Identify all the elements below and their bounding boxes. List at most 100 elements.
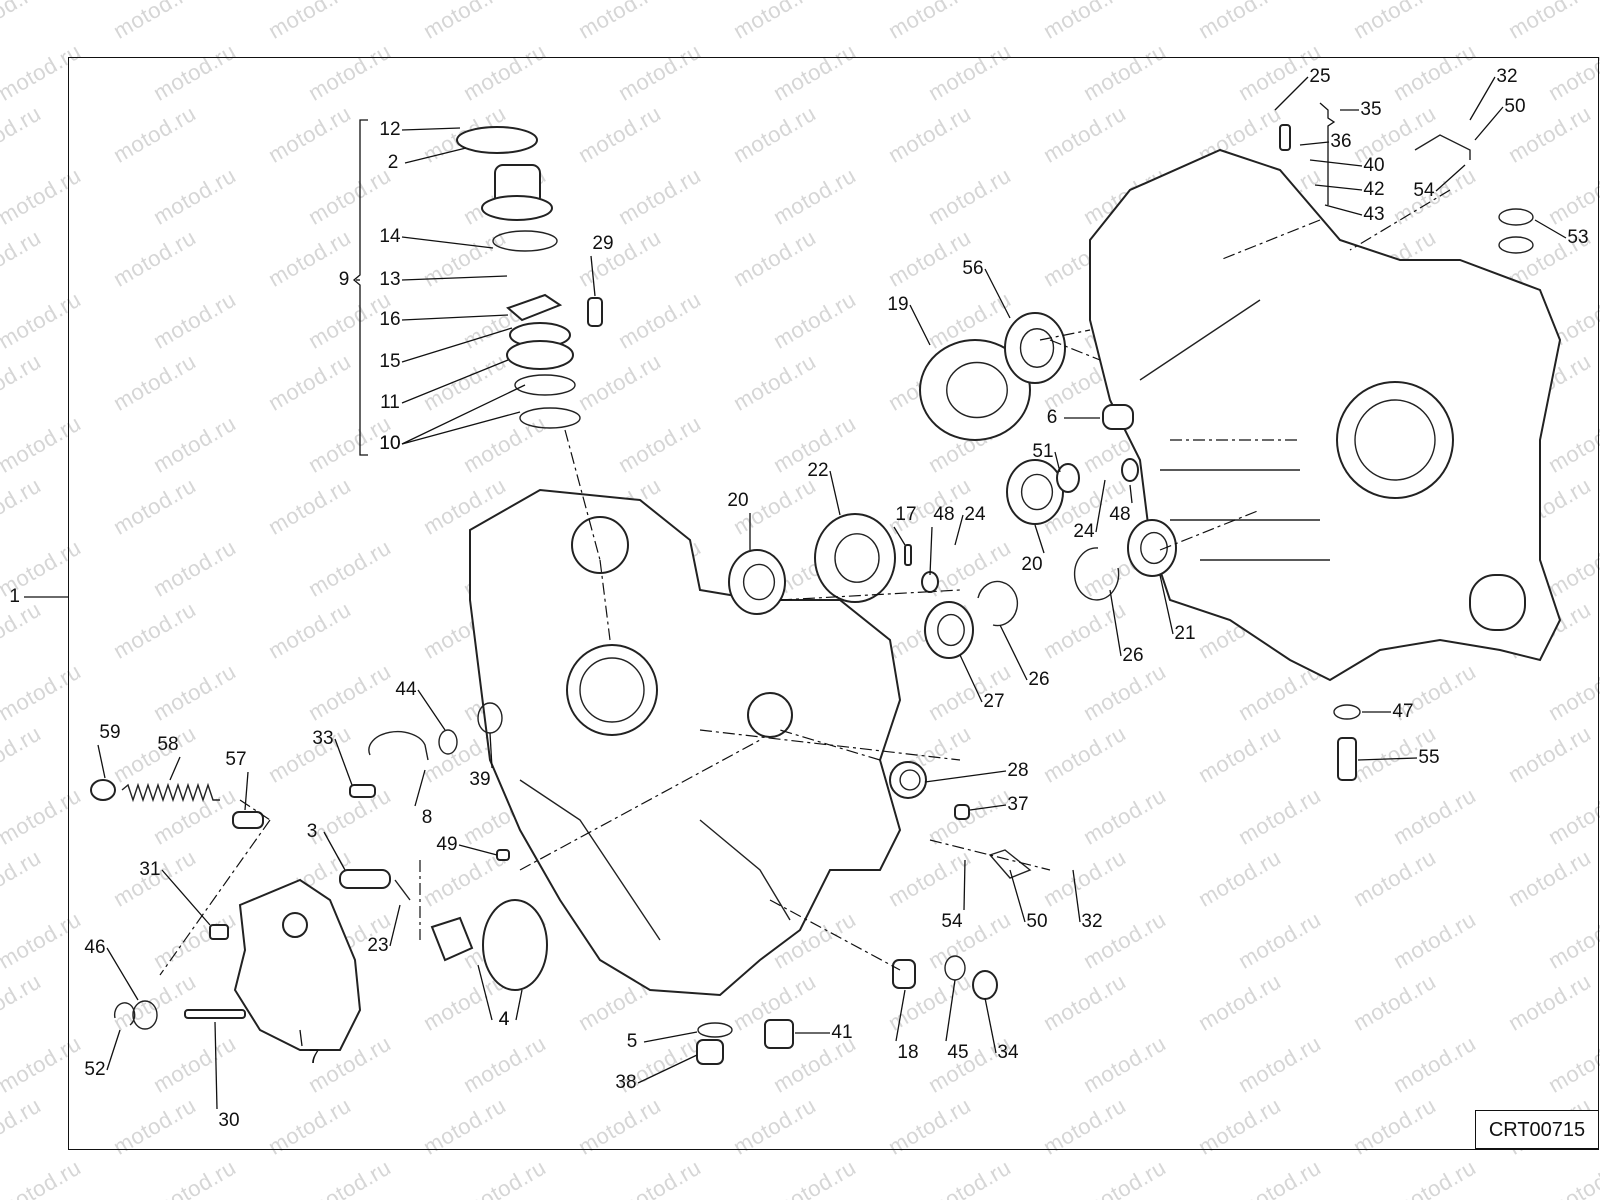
bearing-22-inner (834, 533, 880, 583)
callout-9: 9 (339, 269, 350, 290)
callout-5: 5 (627, 1031, 638, 1052)
callout-2-leader (404, 147, 467, 164)
washer-44 (438, 729, 458, 755)
bearing-21-inner (1140, 531, 1168, 565)
assembly-axis (1159, 509, 1261, 551)
callout-49-leader (458, 844, 498, 856)
callout-52-leader (106, 1029, 121, 1071)
plug-37 (954, 804, 970, 820)
callout-49: 49 (436, 834, 457, 855)
bolt-29 (587, 297, 603, 327)
callout-55-leader (1357, 757, 1418, 761)
callout-48-leader (929, 526, 933, 576)
callout-52: 52 (84, 1059, 105, 1080)
pin-23 (394, 879, 411, 901)
ring-10b (519, 407, 581, 429)
seal-56-inner (1019, 328, 1055, 368)
ring-10a (514, 374, 576, 396)
leader-lines-layer (24, 76, 1567, 1110)
plug-41 (764, 1019, 794, 1049)
plug-38 (696, 1039, 724, 1065)
callout-15-leader (401, 327, 513, 363)
callout-44-leader (417, 689, 446, 731)
bearing-20-right (1006, 459, 1064, 525)
rotor-4 (482, 899, 548, 991)
gasket-ring (456, 126, 538, 154)
callout-30-leader (214, 1021, 218, 1110)
callout-18: 18 (897, 1042, 918, 1063)
callout-34: 34 (997, 1042, 1019, 1063)
dowel-17 (904, 544, 912, 566)
callout-35: 35 (1360, 99, 1381, 120)
spring-58 (121, 782, 220, 803)
callout-14: 14 (379, 226, 401, 247)
circlip-14 (492, 230, 558, 252)
callout-25: 25 (1309, 66, 1330, 87)
crankcase-bore-inner (579, 657, 645, 723)
bearing-20-left (728, 549, 786, 615)
callout-18-leader (895, 989, 906, 1042)
right-case-bore-inner (1354, 399, 1436, 481)
callout-51-leader (1054, 451, 1061, 473)
callout-32-alt: 32 (1496, 66, 1517, 87)
bushing-6 (1102, 404, 1134, 430)
callout-23-leader (389, 904, 401, 947)
callout-55: 55 (1418, 747, 1439, 768)
callout-42-leader (1314, 184, 1363, 191)
callout-10-leader (401, 411, 521, 445)
seal-28 (889, 761, 927, 799)
o-ring-53a (1498, 208, 1534, 226)
callout-17: 17 (895, 504, 916, 525)
callout-10: 10 (379, 433, 400, 454)
crankcase-ribs (519, 779, 791, 941)
sleeve-18 (892, 959, 916, 989)
housing-11 (506, 340, 574, 370)
crankcase-neck (571, 516, 629, 574)
callout-37: 37 (1007, 794, 1028, 815)
callout-labels-layer: 1234567891011121314151617181920212223242… (9, 66, 1588, 1131)
bearing-20-left-inner (742, 563, 776, 601)
callout-28: 28 (1007, 760, 1028, 781)
left-crankcase-half (469, 488, 902, 997)
circlip-26-left (977, 580, 1019, 627)
bearing-27-inner (937, 613, 965, 647)
callout-8: 8 (422, 807, 433, 828)
callout-43-leader (1324, 204, 1363, 216)
callout-38: 38 (615, 1072, 636, 1093)
callout-34-leader (984, 997, 997, 1054)
callout-24: 24 (964, 504, 986, 525)
callout-46-leader (106, 947, 139, 1001)
callout-7: 7 (309, 1047, 320, 1068)
right-case-port (1469, 574, 1526, 631)
shaft-3 (339, 869, 391, 889)
callout-5-leader (643, 1031, 698, 1043)
pump-cover-boss (282, 912, 308, 938)
callout-36-leader (1299, 141, 1330, 146)
callout-37-leader (969, 804, 1007, 811)
assembly-axis (1219, 219, 1321, 261)
callout-59-leader (97, 744, 106, 779)
callout-28-leader (924, 770, 1007, 783)
callout-38-leader (637, 1054, 698, 1084)
callout-8-leader (414, 769, 426, 807)
washer-48-right (1121, 458, 1139, 482)
callout-24-alt: 24 (1073, 521, 1095, 542)
callout-10-alt-leader (401, 384, 526, 445)
callout-23: 23 (367, 935, 388, 956)
circlip-52 (113, 1002, 136, 1026)
callout-47: 47 (1392, 701, 1413, 722)
callout-4-alt: 4 (499, 1009, 510, 1030)
group-9-brace (352, 119, 368, 456)
circlip-26-right (1073, 547, 1120, 601)
callout-6: 6 (1047, 407, 1058, 428)
callout-13-leader (401, 275, 508, 281)
callout-46: 46 (84, 937, 105, 958)
o-ring-47 (1333, 704, 1361, 720)
callout-32-alt-leader (1469, 76, 1496, 121)
plug-55 (1337, 737, 1357, 781)
callout-12-leader (401, 127, 461, 131)
callout-39-leader (489, 732, 493, 769)
callout-40: 40 (1363, 155, 1384, 176)
assembly-axis (769, 899, 901, 971)
